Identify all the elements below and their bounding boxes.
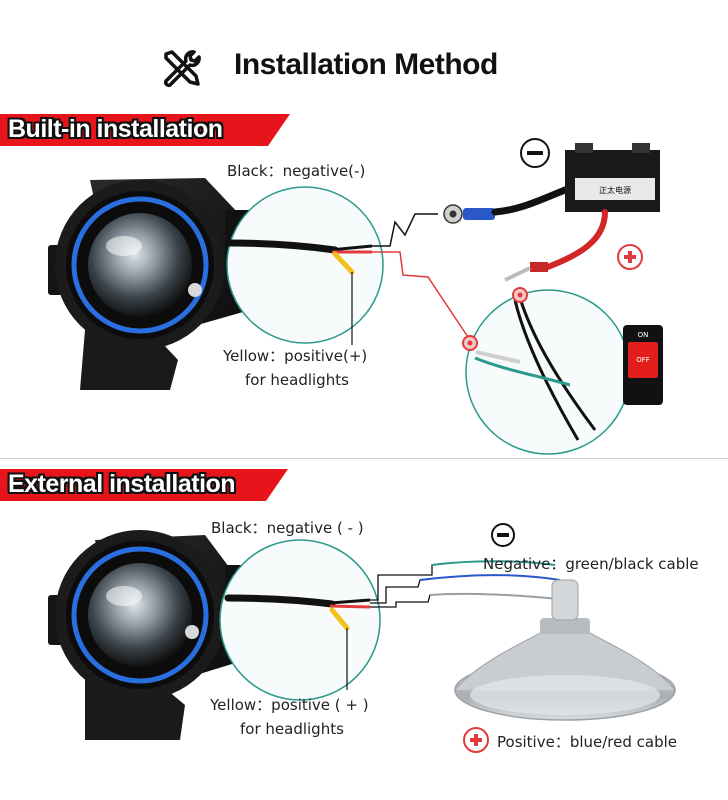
headlight-external <box>48 530 265 740</box>
minus-icon-external <box>491 523 515 547</box>
on-off-switch: ON OFF <box>623 325 663 405</box>
external-yellow-label: Yellow：positive ( + ) <box>210 696 369 714</box>
builtin-banner: Built-in installation <box>0 114 290 146</box>
tools-icon <box>158 46 204 92</box>
external-yellow-label-2: for headlights <box>240 720 344 738</box>
minus-icon <box>520 138 550 168</box>
plus-icon-external <box>463 727 489 753</box>
negative-terminal <box>443 186 569 224</box>
headlight-builtin <box>48 178 270 390</box>
zoom-circle-builtin <box>226 186 384 344</box>
battery: 正太电源 <box>565 143 660 212</box>
switch-off-label: OFF <box>636 356 650 364</box>
zoom-circle-external <box>219 539 381 701</box>
zoom-circle-switch <box>462 287 631 455</box>
ring-terminal-top <box>512 287 528 303</box>
plus-icon <box>617 244 643 270</box>
builtin-yellow-label: Yellow：positive(+) <box>223 347 368 365</box>
positive-cable-label: Positive：blue/red cable <box>497 733 678 751</box>
external-black-label: Black：negative ( - ) <box>211 519 364 537</box>
builtin-black-label: Black：negative(-) <box>227 162 366 180</box>
page-title: Installation Method <box>234 48 498 81</box>
builtin-banner-text: Built-in installation <box>8 115 223 143</box>
bulb-reflector <box>454 579 676 721</box>
ring-terminal-left <box>462 335 478 351</box>
switch-on-label: ON <box>638 331 649 339</box>
external-banner-text: External installation <box>8 470 236 498</box>
negative-cable-label: Negative：green/black cable <box>483 555 699 573</box>
external-banner: External installation <box>0 469 288 501</box>
section-divider <box>0 458 728 459</box>
builtin-yellow-label-2: for headlights <box>245 371 349 389</box>
battery-label: 正太电源 <box>599 185 631 195</box>
